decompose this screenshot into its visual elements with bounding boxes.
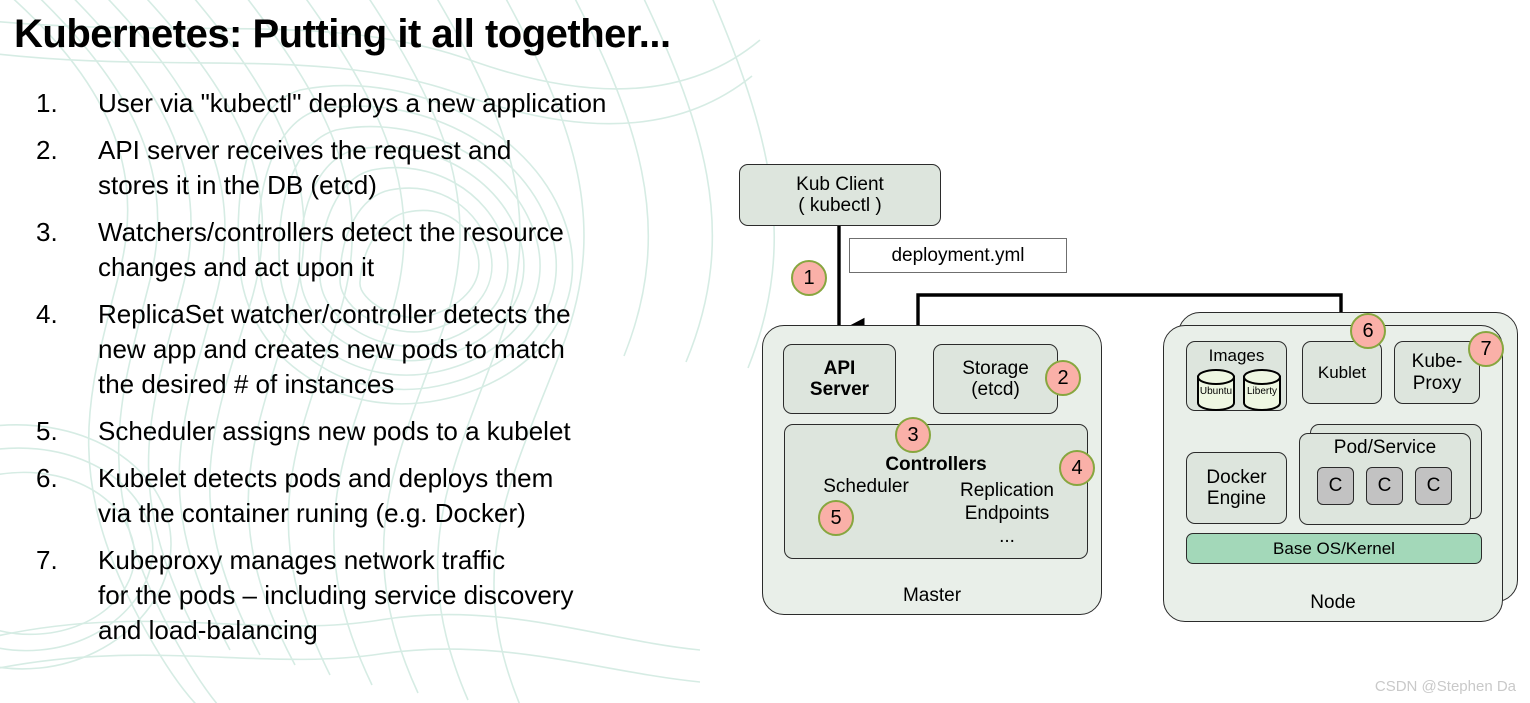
pod-service-title: Pod/Service (1333, 437, 1437, 458)
step-text: ReplicaSet watcher/controller detects th… (98, 299, 571, 399)
replication-label: Replication (960, 480, 1054, 501)
step-text: Scheduler assigns new pods to a kubelet (98, 416, 571, 446)
liberty-label: Liberty (1246, 386, 1277, 397)
node-label: Node (1310, 591, 1356, 613)
step-number: 7. (36, 545, 58, 575)
step-number: 4. (36, 299, 58, 329)
base-os-kernel-label: Base OS/Kernel (1273, 538, 1395, 558)
docker-engine-label: Docker Engine (1206, 466, 1267, 509)
ubuntu-label: Ubuntu (1199, 386, 1233, 397)
list-item: 6. Kubelet detects pods and deploys them… (36, 461, 736, 531)
list-item: 3. Watchers/controllers detect the resou… (36, 215, 736, 285)
list-item: 5. Scheduler assigns new pods to a kubel… (36, 414, 736, 449)
kube-proxy-box[interactable]: Kube- Proxy (1394, 341, 1480, 404)
list-item: 7. Kubeproxy manages network traffic for… (36, 543, 736, 648)
step-number: 6. (36, 463, 58, 493)
controllers-title: Controllers (885, 454, 987, 475)
endpoints-label: Endpoints (964, 503, 1050, 524)
kub-client-box[interactable]: Kub Client ( kubectl ) (739, 164, 941, 226)
step-badge-1[interactable]: 1 (791, 260, 827, 296)
controllers-ellipsis: ... (999, 526, 1015, 547)
step-badge-4-label: 4 (1071, 456, 1083, 479)
step-text: API server receives the request and stor… (98, 135, 512, 200)
step-text: User via "kubectl" deploys a new applica… (98, 88, 607, 118)
step-badge-5[interactable]: 5 (818, 500, 854, 536)
master-label: Master (902, 584, 962, 606)
step-text: Watchers/controllers detect the resource… (98, 217, 564, 282)
kube-proxy-label: Kube- Proxy (1411, 351, 1463, 394)
step-text: Kubeproxy manages network traffic for th… (98, 545, 574, 645)
kublet-label: Kublet (1317, 362, 1367, 382)
list-item: 1. User via "kubectl" deploys a new appl… (36, 86, 736, 121)
step-badge-7-label: 7 (1480, 337, 1492, 360)
step-badge-2[interactable]: 2 (1045, 360, 1081, 396)
container-c-2[interactable]: C (1366, 467, 1403, 505)
storage-etcd-box[interactable]: Storage (etcd) (933, 344, 1058, 414)
step-badge-5-label: 5 (830, 506, 842, 529)
list-item: 4. ReplicaSet watcher/controller detects… (36, 297, 736, 402)
step-number: 2. (36, 135, 58, 165)
storage-etcd-label: Storage (etcd) (962, 357, 1029, 400)
step-badge-4[interactable]: 4 (1059, 450, 1095, 486)
step-badge-6[interactable]: 6 (1350, 313, 1386, 349)
container-c-1[interactable]: C (1317, 467, 1354, 505)
step-badge-6-label: 6 (1362, 319, 1374, 342)
ubuntu-image-icon: Ubuntu (1196, 369, 1236, 411)
controllers-box[interactable] (784, 424, 1088, 559)
base-os-kernel-bar[interactable]: Base OS/Kernel (1186, 533, 1482, 564)
container-c-1-label: C (1328, 475, 1343, 496)
step-number: 1. (36, 88, 58, 118)
page-title: Kubernetes: Putting it all together... (14, 12, 671, 56)
step-badge-1-label: 1 (803, 266, 815, 289)
container-c-3-label: C (1426, 475, 1441, 496)
docker-engine-box[interactable]: Docker Engine (1186, 452, 1287, 524)
step-list: 1. User via "kubectl" deploys a new appl… (36, 86, 736, 660)
container-c-3[interactable]: C (1415, 467, 1452, 505)
step-number: 3. (36, 217, 58, 247)
step-badge-7[interactable]: 7 (1468, 331, 1504, 367)
step-badge-3-label: 3 (907, 423, 919, 446)
api-server-box[interactable]: API Server (783, 344, 896, 414)
deployment-yml-box[interactable]: deployment.yml (849, 238, 1067, 273)
list-item: 2. API server receives the request and s… (36, 133, 736, 203)
container-c-2-label: C (1377, 475, 1392, 496)
credit-watermark: CSDN @Stephen Da (1374, 678, 1516, 695)
step-badge-3[interactable]: 3 (895, 417, 931, 453)
step-badge-2-label: 2 (1057, 366, 1069, 389)
step-text: Kubelet detects pods and deploys them vi… (98, 463, 554, 528)
scheduler-label: Scheduler (823, 476, 909, 497)
liberty-image-icon: Liberty (1242, 369, 1282, 411)
deployment-yml-label: deployment.yml (891, 244, 1025, 266)
kublet-box[interactable]: Kublet (1302, 341, 1382, 404)
step-number: 5. (36, 416, 58, 446)
kub-client-label: Kub Client ( kubectl ) (796, 173, 884, 216)
api-server-label: API Server (809, 357, 870, 400)
images-title: Images (1208, 346, 1265, 365)
